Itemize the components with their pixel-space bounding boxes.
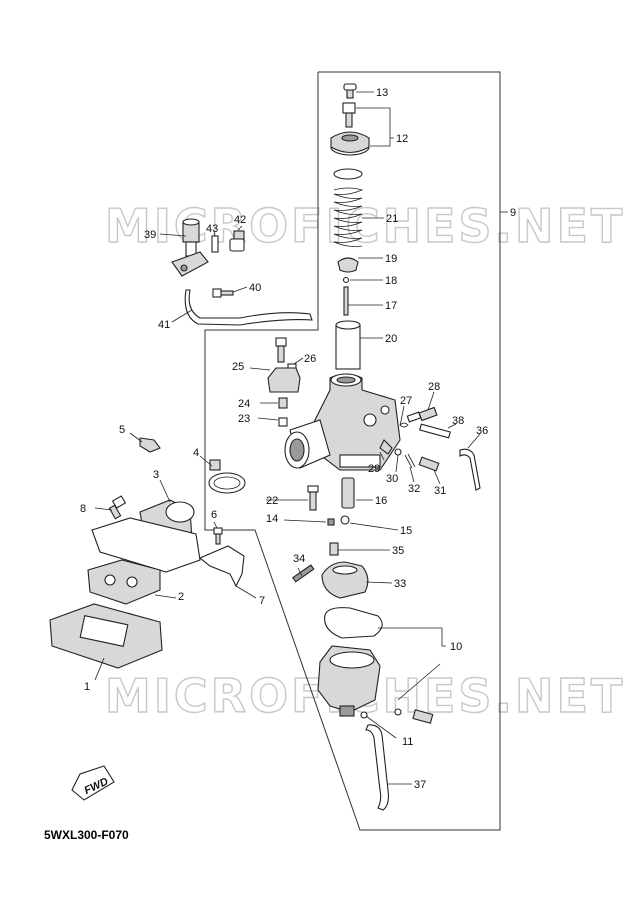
manifold-base (91, 517, 201, 573)
starter-39 (171, 218, 209, 277)
drain-rod (397, 663, 441, 701)
callout-9: 9 (510, 207, 516, 219)
callout-1: 1 (84, 681, 90, 693)
needle-17 (343, 286, 349, 316)
callout-13: 13 (376, 87, 388, 99)
bolt-40 (212, 288, 234, 298)
callout-33: 33 (394, 578, 406, 590)
callout-18: 18 (385, 275, 397, 287)
drain-screw (412, 709, 434, 724)
bracket-7 (198, 545, 245, 588)
ring-drain (394, 708, 402, 716)
callout-8: 8 (80, 503, 86, 515)
callout-2: 2 (178, 591, 184, 603)
callout-25: 25 (232, 361, 244, 373)
callout-39: 39 (144, 229, 156, 241)
callout-11: 11 (402, 736, 413, 748)
callout-10: 10 (450, 641, 462, 653)
spring-21 (333, 187, 364, 247)
gasket-10 (324, 607, 383, 639)
diagram-code: 5WXL300-F070 (44, 828, 129, 842)
callout-30: 30 (386, 473, 398, 485)
callout-28: 28 (428, 381, 440, 393)
callout-22: 22 (266, 495, 278, 507)
callout-40: 40 (249, 282, 261, 294)
pin-43 (211, 235, 219, 253)
callout-17: 17 (385, 300, 397, 312)
spacer-2 (87, 559, 161, 605)
screw-13 (343, 83, 357, 99)
washer-29 (379, 439, 393, 455)
screw-6 (213, 527, 223, 545)
bracket-25 (267, 337, 301, 393)
callout-19: 19 (385, 253, 397, 265)
callout-38: 38 (452, 415, 464, 427)
hose-37 (365, 724, 389, 811)
jet-15 (340, 515, 350, 525)
callout-6: 6 (211, 509, 217, 521)
screw-31 (418, 456, 440, 472)
callout-31: 31 (434, 485, 446, 497)
callout-34: 34 (293, 553, 305, 565)
ring-30 (394, 448, 402, 456)
callout-37: 37 (414, 779, 426, 791)
spring-27 (399, 422, 409, 428)
callout-26: 26 (304, 353, 316, 365)
ring-11 (360, 711, 368, 719)
pin-34 (292, 564, 315, 583)
callout-24: 24 (238, 398, 250, 410)
carburetor-body (284, 373, 401, 471)
fwd-arrow: FWD (71, 765, 115, 801)
hose-41 (184, 289, 313, 326)
cap-assembly-12 (330, 102, 370, 156)
needle-valve-35 (329, 542, 339, 556)
callout-42: 42 (234, 214, 246, 226)
callout-29: 29 (368, 463, 380, 475)
needle-jet-16 (341, 477, 355, 509)
callout-12: 12 (396, 133, 408, 145)
screw-28 (406, 406, 438, 423)
callout-41: 41 (158, 319, 170, 331)
callout-15: 15 (400, 525, 412, 537)
jet-22 (307, 485, 319, 511)
hose-36 (459, 448, 481, 491)
callout-36: 36 (476, 425, 488, 437)
float-33 (321, 561, 369, 599)
bolt-8 (108, 495, 127, 520)
ring-18 (342, 276, 350, 284)
callout-14: 14 (266, 513, 278, 525)
cap-42 (229, 230, 245, 252)
callout-5: 5 (119, 424, 125, 436)
screw-23 (278, 417, 288, 427)
callout-3: 3 (153, 469, 159, 481)
clip-19 (337, 257, 359, 273)
callout-4: 4 (193, 447, 199, 459)
spring-24 (278, 397, 288, 409)
rod-38 (419, 423, 451, 439)
callout-23: 23 (238, 413, 250, 425)
callout-labels: 13 12 9 21 19 18 17 20 25 26 24 23 27 28… (80, 87, 516, 791)
callout-20: 20 (385, 333, 397, 345)
leader-lines (94, 91, 508, 785)
throttle-valve-20 (335, 320, 361, 370)
gasket-ring (333, 168, 363, 180)
reed-valve-1 (49, 603, 163, 669)
callout-27: 27 (400, 395, 412, 407)
callout-35: 35 (392, 545, 404, 557)
callout-16: 16 (375, 495, 387, 507)
assembly-frame (204, 71, 501, 831)
callout-32: 32 (408, 483, 420, 495)
callout-43: 43 (206, 223, 218, 235)
jet-14 (327, 518, 335, 526)
callout-21: 21 (386, 213, 398, 225)
float-chamber (317, 645, 381, 717)
spring-32 (404, 453, 416, 469)
clamp-4 (208, 459, 246, 494)
callout-7: 7 (259, 595, 265, 607)
clip-5 (139, 437, 161, 453)
